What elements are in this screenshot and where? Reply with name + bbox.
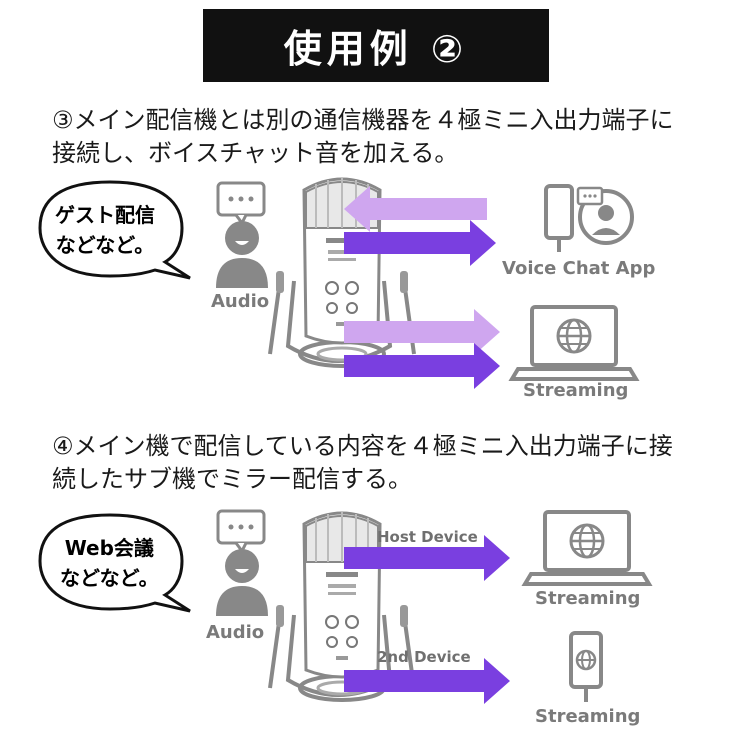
arrow-host-device [344, 535, 510, 581]
bubble-2-line1: Web会議 [64, 536, 154, 560]
streaming-label-1: Streaming [523, 380, 629, 401]
arrow-second-device [344, 658, 510, 704]
bubble-1-text: ゲスト配信 などなど。 [55, 200, 155, 260]
smartphone-chat-icon [544, 184, 634, 252]
bubble-2-line2: などなど。 [60, 566, 159, 590]
section2-description: ④メイン機で配信している内容を４極ミニ入出力端子に接 続したサブ機でミラー配信す… [52, 430, 673, 496]
laptop-globe-icon-2 [523, 510, 651, 586]
arrow-in-voice [344, 186, 487, 232]
arrow-out-stream-dark [344, 343, 500, 389]
audio-label-1: Audio [211, 291, 270, 312]
speech-bubble-1 [38, 180, 191, 280]
section1-description: ③メイン配信機とは別の通信機器を４極ミニ入出力端子に 接続し、ボイスチャット音を… [52, 104, 674, 170]
arrow-out-stream-light [344, 309, 500, 355]
section2-description-line2: 続したサブ機でミラー配信する。 [52, 465, 412, 493]
bubble-1-line1: ゲスト配信 [55, 203, 155, 227]
second-device-label: 2nd Device [377, 648, 471, 666]
speech-bubble-icon [216, 181, 266, 225]
arrow-out-voice [344, 220, 496, 266]
section1-description-line1: ③メイン配信機とは別の通信機器を４極ミニ入出力端子に [52, 106, 674, 134]
page-title: 使用例 ② [203, 9, 549, 82]
laptop-globe-icon [510, 305, 638, 381]
person-icon [216, 221, 268, 288]
speech-bubble-2 [38, 513, 191, 613]
person-icon-2 [216, 549, 268, 616]
audio-label-2: Audio [206, 622, 265, 643]
streaming-label-2: Streaming [535, 588, 641, 609]
bubble-2-text: Web会議 などなど。 [60, 533, 159, 593]
speech-bubble-icon-2 [216, 509, 266, 553]
smartphone-globe-icon [569, 631, 603, 702]
voice-chat-label: Voice Chat App [502, 258, 656, 279]
streaming-label-3: Streaming [535, 706, 641, 727]
bubble-1-line2: などなど。 [55, 233, 155, 257]
section1-description-line2: 接続し、ボイスチャット音を加える。 [52, 139, 459, 167]
section2-description-line1: ④メイン機で配信している内容を４極ミニ入出力端子に接 [52, 432, 673, 460]
host-device-label: Host Device [377, 528, 478, 546]
